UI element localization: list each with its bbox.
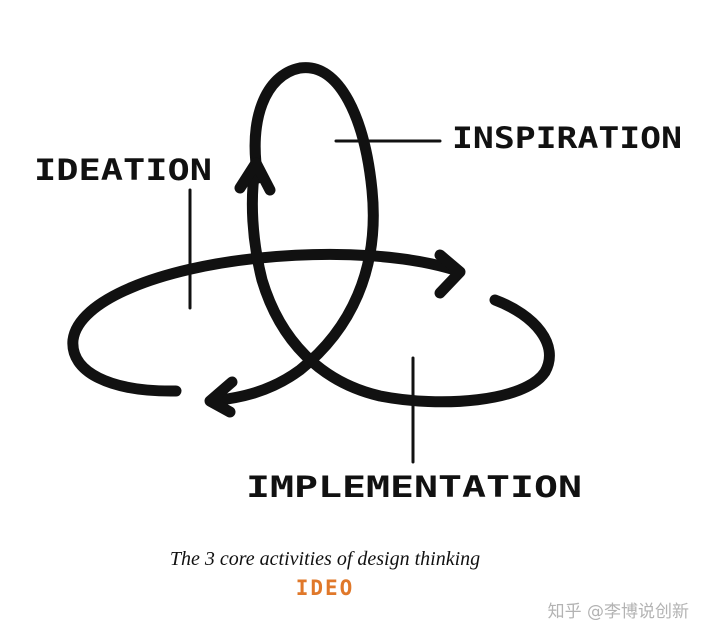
implementation-label: IMPLEMENTATION <box>246 470 582 504</box>
zhihu-watermark: 知乎 @李博说创新 <box>547 602 689 622</box>
ideo-logo: IDEO <box>295 576 355 600</box>
implementation-loop <box>246 162 555 408</box>
caption: The 3 core activities of design thinking <box>169 548 481 570</box>
inspiration-loop <box>206 62 379 407</box>
implementation-loop-arrowhead <box>234 157 276 196</box>
ideation-loop <box>67 248 461 397</box>
inspiration-label: INSPIRATION <box>452 121 682 155</box>
ideation-label: IDEATION <box>34 153 212 187</box>
inspiration-loop-arrowhead <box>204 376 238 418</box>
ideation-loop-arrowhead <box>434 249 466 299</box>
